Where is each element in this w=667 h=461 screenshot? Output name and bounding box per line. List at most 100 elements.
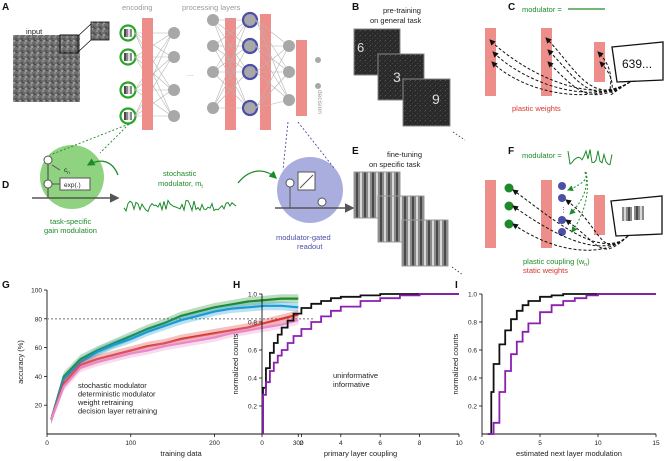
x-tick-label: 15 (652, 440, 660, 447)
connection (255, 45, 290, 109)
modulator-arrow-right (237, 170, 277, 184)
hidden-unit (168, 110, 180, 122)
panel-f: F modulator = ⋮ plastic coupling (wn) st… (485, 146, 663, 275)
coupling-arrow (565, 199, 629, 246)
exp-box (59, 177, 91, 191)
connection (255, 19, 290, 101)
multiply-node (43, 155, 53, 165)
connector-dots-e (451, 266, 464, 276)
sum-node (43, 179, 53, 189)
input-patch-box (59, 34, 79, 54)
digit-3: 9 (432, 91, 440, 107)
encoding-filter-icon (124, 112, 132, 120)
readout-unit (241, 37, 259, 55)
y-tick-label: 60 (35, 345, 43, 352)
legend-entry: uninformative (333, 371, 378, 380)
x-tick-label: 5 (538, 440, 542, 447)
legend-entry: stochastic modulator (78, 381, 147, 390)
plastic-layer-3 (594, 42, 605, 82)
connection (212, 19, 249, 47)
coupling-arrows (512, 171, 629, 251)
series-line (50, 313, 299, 420)
stochastic-title-2: modulator, mt (158, 179, 203, 190)
finetune-title-2: on specific task (369, 160, 421, 169)
finetune-title-1: fine-tuning (387, 150, 422, 159)
connection (255, 45, 290, 73)
texture-card-patch-2 (634, 206, 644, 220)
encoding-label: encoding (122, 3, 152, 12)
x-axis-label: primary layer coupling (324, 449, 397, 458)
y-tick-label: 0.4 (468, 376, 477, 383)
connection (134, 32, 173, 117)
modulator-arrow (569, 171, 587, 215)
panel-label-a: A (2, 2, 9, 13)
series-line (487, 293, 656, 435)
digit-2: 3 (393, 69, 401, 85)
coupling-units: ⋮ (504, 182, 567, 236)
x-tick-label: 100 (125, 440, 136, 447)
legend-entry: informative (333, 380, 370, 389)
decision-unit (315, 57, 321, 63)
y-tick-label: 0.2 (468, 404, 477, 411)
pretraining-title-1: pre-training (383, 6, 421, 15)
plastic-layer-2 (541, 28, 552, 96)
legend-entry: decision layer retraining (78, 407, 157, 416)
series-line (50, 304, 299, 420)
zoom-line-purple-2 (297, 121, 335, 169)
digit-card-text: 639... (622, 57, 652, 71)
panel-d: D exp(.) cn task-specific gain modulatio… (2, 121, 355, 251)
x-tick-label: 0 (45, 440, 49, 447)
connection (212, 19, 249, 109)
y-tick-label: 0.6 (248, 348, 257, 355)
encoding-filter-icon (124, 86, 132, 94)
texture-image-3 (401, 219, 449, 267)
hidden-unit (168, 27, 180, 39)
purple-coupling-unit (558, 216, 566, 224)
y-tick-label: 0.4 (248, 376, 257, 383)
plastic-layer-1 (485, 28, 496, 96)
ellipsis-dots: ⋮ (560, 207, 567, 214)
ellipsis-label: ... (187, 69, 193, 78)
readout-unit (241, 63, 259, 81)
coupling-label: plastic coupling (wn) (523, 257, 590, 268)
x-tick-label: 200 (209, 440, 220, 447)
series-line (50, 319, 299, 420)
gain-title-1: task-specific (50, 217, 92, 226)
static-layer-2 (541, 180, 552, 248)
digit-card (611, 41, 664, 83)
series-line (487, 293, 656, 435)
legend-entry: weight retraining (77, 398, 133, 407)
modulator-arrow (571, 171, 588, 233)
y-axis-label: normalized counts (451, 333, 460, 394)
connection (134, 56, 173, 117)
x-tick-label: 6 (378, 440, 382, 447)
digit-image-3 (402, 78, 451, 127)
plastic-weights-label: plastic weights (512, 104, 561, 113)
y-tick-label: 0.8 (468, 320, 477, 327)
y-tick-label: 0.2 (248, 404, 257, 411)
readout-title-1: modulator-gated (276, 233, 331, 242)
x-tick-label: 4 (339, 440, 343, 447)
readout-title-2: readout (297, 242, 323, 251)
decision-label: decision (316, 90, 323, 114)
static-weights-label: static weights (523, 266, 568, 275)
input-image (13, 35, 80, 102)
y-tick-label: 20 (35, 403, 43, 410)
connection (134, 32, 173, 91)
connection (212, 71, 249, 109)
x-tick-label: 10 (594, 440, 602, 447)
y-tick-label: 100 (31, 288, 42, 295)
connection (212, 45, 249, 73)
panel-label-e: E (352, 146, 359, 157)
panel-label-c: C (508, 2, 515, 13)
purple-coupling-unit (558, 182, 566, 190)
green-coupling-unit (504, 219, 514, 229)
stochastic-modulator-trace-f (567, 149, 613, 166)
encoding-filter-icon (124, 29, 132, 37)
y-tick-label: 0.6 (468, 348, 477, 355)
green-coupling-unit (504, 201, 514, 211)
series-line (262, 293, 459, 434)
